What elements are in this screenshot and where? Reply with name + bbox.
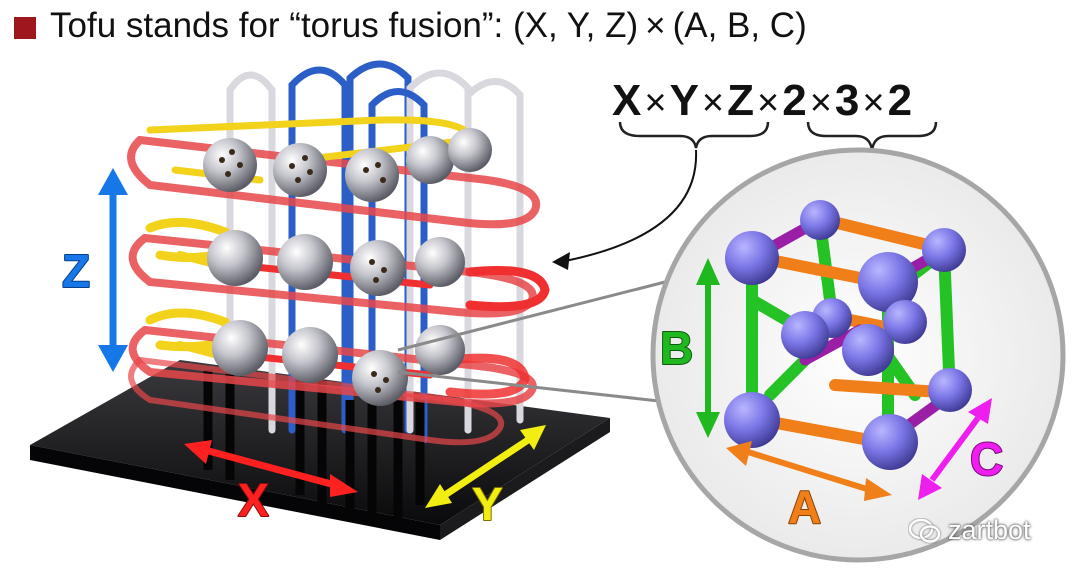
formula-braces (620, 122, 936, 150)
a-axis-label: A (788, 481, 821, 533)
brace-pointer-arrow (552, 150, 696, 270)
xyz-brace (620, 122, 768, 148)
watermark-text: zartbot (948, 515, 1031, 546)
z-axis-arrow (98, 168, 128, 372)
abc-brace (808, 122, 936, 150)
wechat-logo-icon (908, 518, 942, 544)
unit-cell-zoom: B A C (653, 150, 1063, 560)
z-axis-label: Z (62, 245, 90, 297)
torus-rack-illustration: Z X Y (30, 64, 610, 540)
watermark: zartbot (908, 515, 1031, 546)
y-axis-label: Y (472, 478, 503, 530)
x-axis-label: X (238, 474, 269, 526)
b-axis-label: B (660, 322, 693, 374)
c-axis-label: C (970, 433, 1003, 485)
